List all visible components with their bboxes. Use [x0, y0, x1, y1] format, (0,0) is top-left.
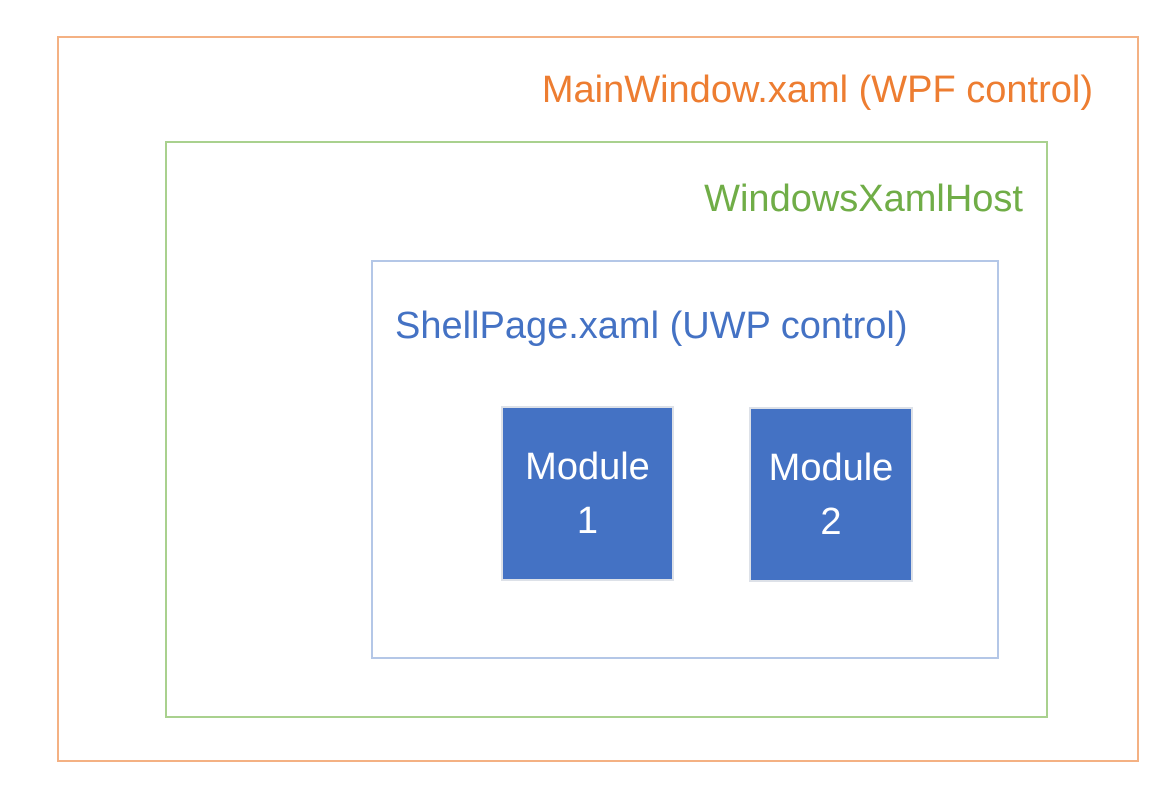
module-2-label-line2: 2: [820, 500, 842, 543]
module-1-label-line1: Module: [525, 445, 650, 488]
shellpage-uwp-label: ShellPage.xaml (UWP control): [395, 305, 908, 347]
mainwindow-wpf-label: MainWindow.xaml (WPF control): [541, 69, 1093, 111]
windowsxamlhost-box: WindowsXamlHost ShellPage.xaml (UWP cont…: [165, 141, 1048, 718]
windowsxamlhost-label: WindowsXamlHost: [704, 178, 1023, 220]
shellpage-uwp-box: ShellPage.xaml (UWP control) Module 1 Mo…: [371, 260, 999, 659]
module-2-box: Module 2: [749, 407, 913, 582]
module-1-label-line2: 1: [576, 499, 599, 542]
module-2-label-line1: Module: [768, 446, 894, 489]
mainwindow-wpf-box: MainWindow.xaml (WPF control) WindowsXam…: [57, 36, 1139, 762]
module-1-box: Module 1: [501, 406, 674, 581]
